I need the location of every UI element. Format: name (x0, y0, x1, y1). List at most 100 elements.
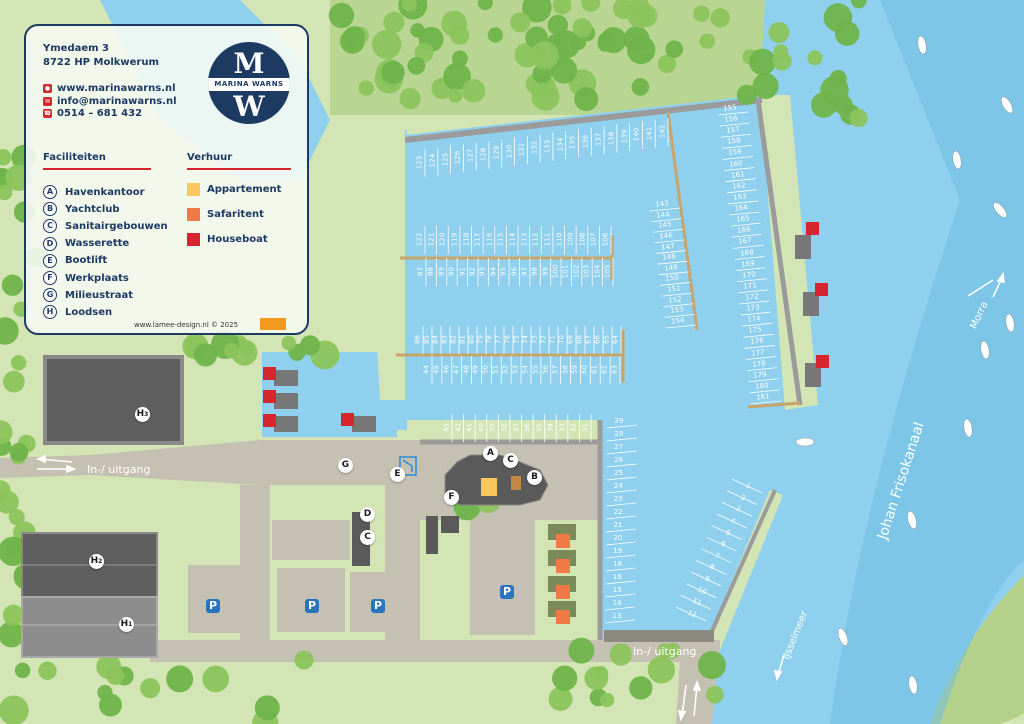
berth-number[interactable]: 88 (426, 267, 435, 276)
berth-number[interactable]: 15 (612, 586, 622, 594)
berth-number[interactable]: 144 (656, 209, 671, 220)
berth-number[interactable]: 115 (496, 232, 505, 247)
marker-e-bootlift[interactable]: E (390, 467, 405, 482)
berth-number[interactable]: 142 (658, 124, 667, 139)
berth-number[interactable]: 23 (613, 495, 623, 503)
website-link[interactable]: ●www.marinawarns.nl (43, 83, 176, 94)
parking-icon[interactable]: P (206, 599, 220, 613)
berth-number[interactable]: 171 (743, 281, 758, 291)
berth-number[interactable]: 128 (479, 147, 488, 162)
berth-number[interactable]: 178 (752, 358, 767, 369)
berth-number[interactable]: 69 (566, 335, 575, 344)
berth-number[interactable]: 122 (415, 232, 424, 247)
berth-number[interactable]: 27 (614, 443, 624, 451)
berth-number[interactable]: 54 (521, 365, 530, 374)
berth-number[interactable]: 86 (413, 335, 422, 344)
phone-link[interactable]: ☎0514 – 681 432 (43, 108, 142, 119)
berth-number[interactable]: 65 (602, 335, 611, 344)
berth-number[interactable]: 96 (510, 267, 518, 276)
berth-number[interactable]: 53 (511, 365, 520, 374)
berth-number[interactable]: 29 (614, 417, 624, 425)
berth-number[interactable]: 102 (572, 264, 581, 279)
berth-number[interactable]: 168 (739, 247, 754, 258)
berth-number[interactable]: 180 (754, 381, 769, 391)
berth-number[interactable]: 43 (442, 423, 451, 432)
berth-number[interactable]: 19 (613, 547, 623, 555)
berth-number[interactable]: 77 (494, 335, 503, 344)
berth-number[interactable]: 108 (578, 232, 587, 247)
berth-number[interactable]: 170 (741, 270, 757, 280)
berth-number[interactable]: 39 (488, 423, 497, 432)
berth-number[interactable]: 16 (612, 573, 622, 581)
berth-number[interactable]: 41 (465, 423, 474, 432)
berth-number[interactable]: 140 (632, 128, 641, 142)
berth-number[interactable]: 97 (520, 267, 529, 276)
berth-number[interactable]: 127 (466, 149, 475, 163)
berth-number[interactable]: 106 (601, 232, 610, 247)
berth-number[interactable]: 57 (551, 365, 560, 374)
houseboat[interactable] (263, 367, 276, 380)
parking-icon[interactable]: P (305, 599, 319, 613)
berth-number[interactable]: 94 (489, 267, 498, 276)
berth-number[interactable]: 52 (501, 365, 510, 374)
marker-a-havenkantoor[interactable]: A (483, 446, 498, 461)
berth-number[interactable]: 66 (593, 335, 602, 344)
berth-number[interactable]: 22 (613, 508, 623, 516)
houseboat[interactable] (816, 355, 829, 368)
berth-number[interactable]: 28 (614, 430, 624, 438)
berth-number[interactable]: 38 (500, 423, 509, 432)
houseboat[interactable] (806, 222, 819, 235)
berth-number[interactable]: 71 (548, 335, 557, 344)
berth-number[interactable]: 20 (613, 534, 623, 542)
berth-number[interactable]: 56 (541, 365, 550, 374)
berth-number[interactable]: 99 (541, 267, 550, 276)
berth-number[interactable]: 126 (453, 150, 462, 165)
berth-number[interactable]: 74 (521, 335, 530, 344)
berth-number[interactable]: 98 (530, 267, 539, 276)
berth-number[interactable]: 141 (645, 126, 654, 140)
berth-number[interactable]: 78 (485, 335, 494, 344)
berth-number[interactable]: 70 (557, 335, 566, 344)
berth-number[interactable]: 67 (584, 335, 593, 344)
berth-number[interactable]: 120 (438, 232, 447, 247)
berth-number[interactable]: 179 (753, 370, 768, 380)
berth-number[interactable]: 85 (422, 335, 431, 344)
marker-h1-loods[interactable]: H1 (119, 617, 134, 632)
houseboat[interactable] (815, 283, 828, 296)
berth-number[interactable]: 33 (558, 423, 567, 432)
berth-number[interactable]: 31 (581, 423, 590, 432)
parking-icon[interactable]: P (371, 599, 385, 613)
berth-number[interactable]: 119 (450, 232, 459, 247)
berth-number[interactable]: 46 (442, 365, 451, 374)
berth-number[interactable]: 44 (422, 365, 431, 374)
berth-number[interactable]: 83 (440, 335, 449, 344)
berth-number[interactable]: 101 (561, 264, 570, 279)
berth-number[interactable]: 138 (607, 131, 616, 145)
berth-number[interactable]: 58 (561, 365, 570, 374)
berth-number[interactable]: 169 (740, 258, 755, 269)
berth-number[interactable]: 133 (543, 139, 552, 153)
berth-number[interactable]: 125 (441, 152, 450, 166)
berth-number[interactable]: 76 (503, 335, 512, 344)
berth-number[interactable]: 63 (610, 365, 619, 374)
berth-number[interactable]: 95 (499, 267, 508, 276)
berth-number[interactable]: 104 (593, 264, 602, 279)
berth-number[interactable]: 117 (473, 232, 482, 247)
credit-text[interactable]: www.lamee-design.nl © 2025 (134, 321, 239, 329)
berth-number[interactable]: 129 (492, 146, 501, 160)
berth-number[interactable]: 124 (428, 154, 437, 168)
berth-number[interactable]: 61 (590, 365, 599, 374)
berth-number[interactable]: 107 (589, 232, 598, 247)
berth-number[interactable]: 68 (575, 335, 584, 344)
berth-number[interactable]: 121 (427, 232, 436, 247)
email-link[interactable]: ✉info@marinawarns.nl (43, 96, 177, 107)
berth-number[interactable]: 135 (568, 136, 577, 150)
marker-c-sanitair-2[interactable]: C (360, 530, 375, 545)
berth-number[interactable]: 73 (530, 335, 539, 344)
berth-number[interactable]: 91 (458, 267, 467, 276)
marker-h3-loods[interactable]: H3 (135, 407, 150, 422)
marker-g-milieustraat[interactable]: G (338, 458, 353, 473)
berth-number[interactable]: 139 (620, 129, 629, 144)
berth-number[interactable]: 134 (556, 137, 565, 152)
houseboat[interactable] (263, 414, 276, 427)
